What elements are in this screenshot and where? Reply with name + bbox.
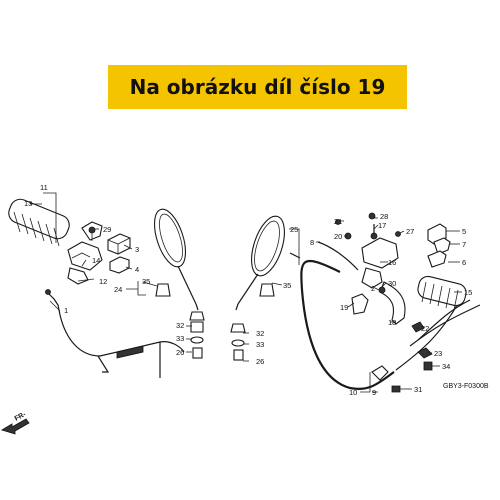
label-13: 13 [24,199,32,208]
screw-21 [335,219,341,225]
label-19: 19 [340,303,348,312]
switch-part-6 [427,250,447,268]
label-22: 22 [421,324,429,333]
throttle-cables [409,299,481,347]
part-number-banner: Na obrázku díl číslo 19 [108,65,407,109]
part-23 [417,347,433,359]
cable-1 [45,289,185,378]
label-32-left: 32 [176,321,184,330]
label-33-left: 33 [176,334,184,343]
right-switch-housing [361,224,399,289]
label-30: 30 [388,279,396,288]
label-16: 16 [388,258,396,267]
cable-8 [317,241,359,271]
part-30 [378,286,386,294]
label-33-right: 33 [256,340,264,349]
switch-part-4 [109,256,130,274]
label-29: 29 [103,225,111,234]
banner-text: Na obrázku díl číslo 19 [129,75,386,99]
mirror-cap-right [259,283,275,297]
label-11: 11 [40,183,48,192]
label-2: 2 [371,284,375,293]
diagram-code: GBY3-F0300B [443,383,489,390]
part-34 [423,361,433,371]
label-18: 18 [388,318,396,327]
screw-27 [395,231,401,237]
label-10: 10 [349,388,357,397]
label-24: 24 [114,285,122,294]
label-6: 6 [462,258,466,267]
label-5: 5 [462,227,466,236]
label-4: 4 [135,265,139,274]
label-32-right: 32 [256,329,264,338]
right-grip [417,275,467,311]
label-12: 12 [99,277,107,286]
label-9: 9 [372,388,376,397]
label-21: 21 [334,217,342,226]
label-26-left: 26 [176,348,184,357]
part-22 [411,321,425,333]
handlebar-cable [289,252,461,390]
label-23: 23 [434,349,442,358]
screw-28 [368,212,376,220]
left-switch-housing [67,241,103,285]
label-8: 8 [310,238,314,247]
left-grip [8,198,70,247]
label-15: 15 [464,288,472,297]
label-1: 1 [64,306,68,315]
label-34: 34 [442,362,450,371]
front-direction-arrow: FR- [1,411,30,435]
left-mirror-mount [189,311,205,359]
label-25: 25 [290,225,298,234]
right-mirror [235,215,285,311]
label-14: 14 [92,256,100,265]
label-27: 27 [406,227,414,236]
svg-text:FR-: FR- [14,411,28,423]
label-20: 20 [334,232,342,241]
label-3: 3 [135,245,139,254]
label-31: 31 [414,385,422,394]
label-17: 17 [378,221,386,230]
label-7: 7 [462,240,466,249]
bracket-19 [351,293,369,315]
label-35-right: 35 [283,281,291,290]
label-26-right: 26 [256,357,264,366]
label-35-left: 35 [142,277,150,286]
part-9 [371,365,389,381]
switch-part-3 [107,233,131,255]
label-28: 28 [380,212,388,221]
left-mirror [153,208,199,311]
part-labels: 11 13 29 3 14 4 12 35 24 1 32 33 26 32 3… [24,183,472,397]
screw-29 [88,226,96,234]
leader-lines [30,192,462,393]
mirror-cap-left [155,283,171,297]
part-31 [391,385,401,393]
right-mirror-mount [230,323,246,361]
